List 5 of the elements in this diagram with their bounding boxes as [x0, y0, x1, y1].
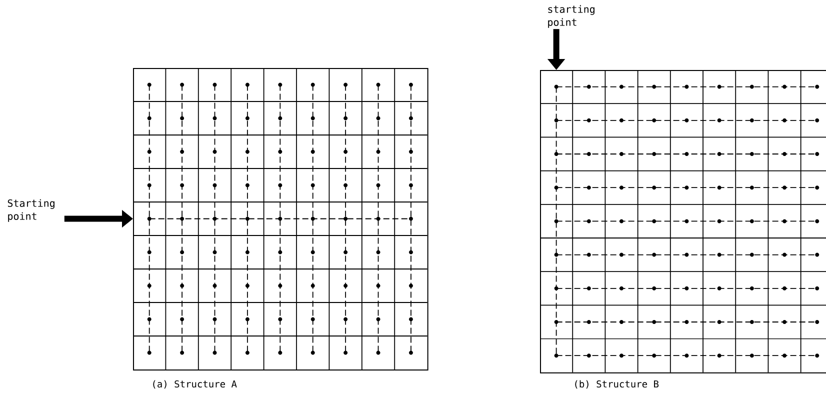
starting-point-label: starting point [548, 5, 594, 28]
starting-point-label: Starting point [8, 199, 54, 222]
caption: (a) Structure A [153, 380, 237, 389]
grid-drawing [540, 70, 826, 374]
grid-drawing [132, 68, 428, 370]
